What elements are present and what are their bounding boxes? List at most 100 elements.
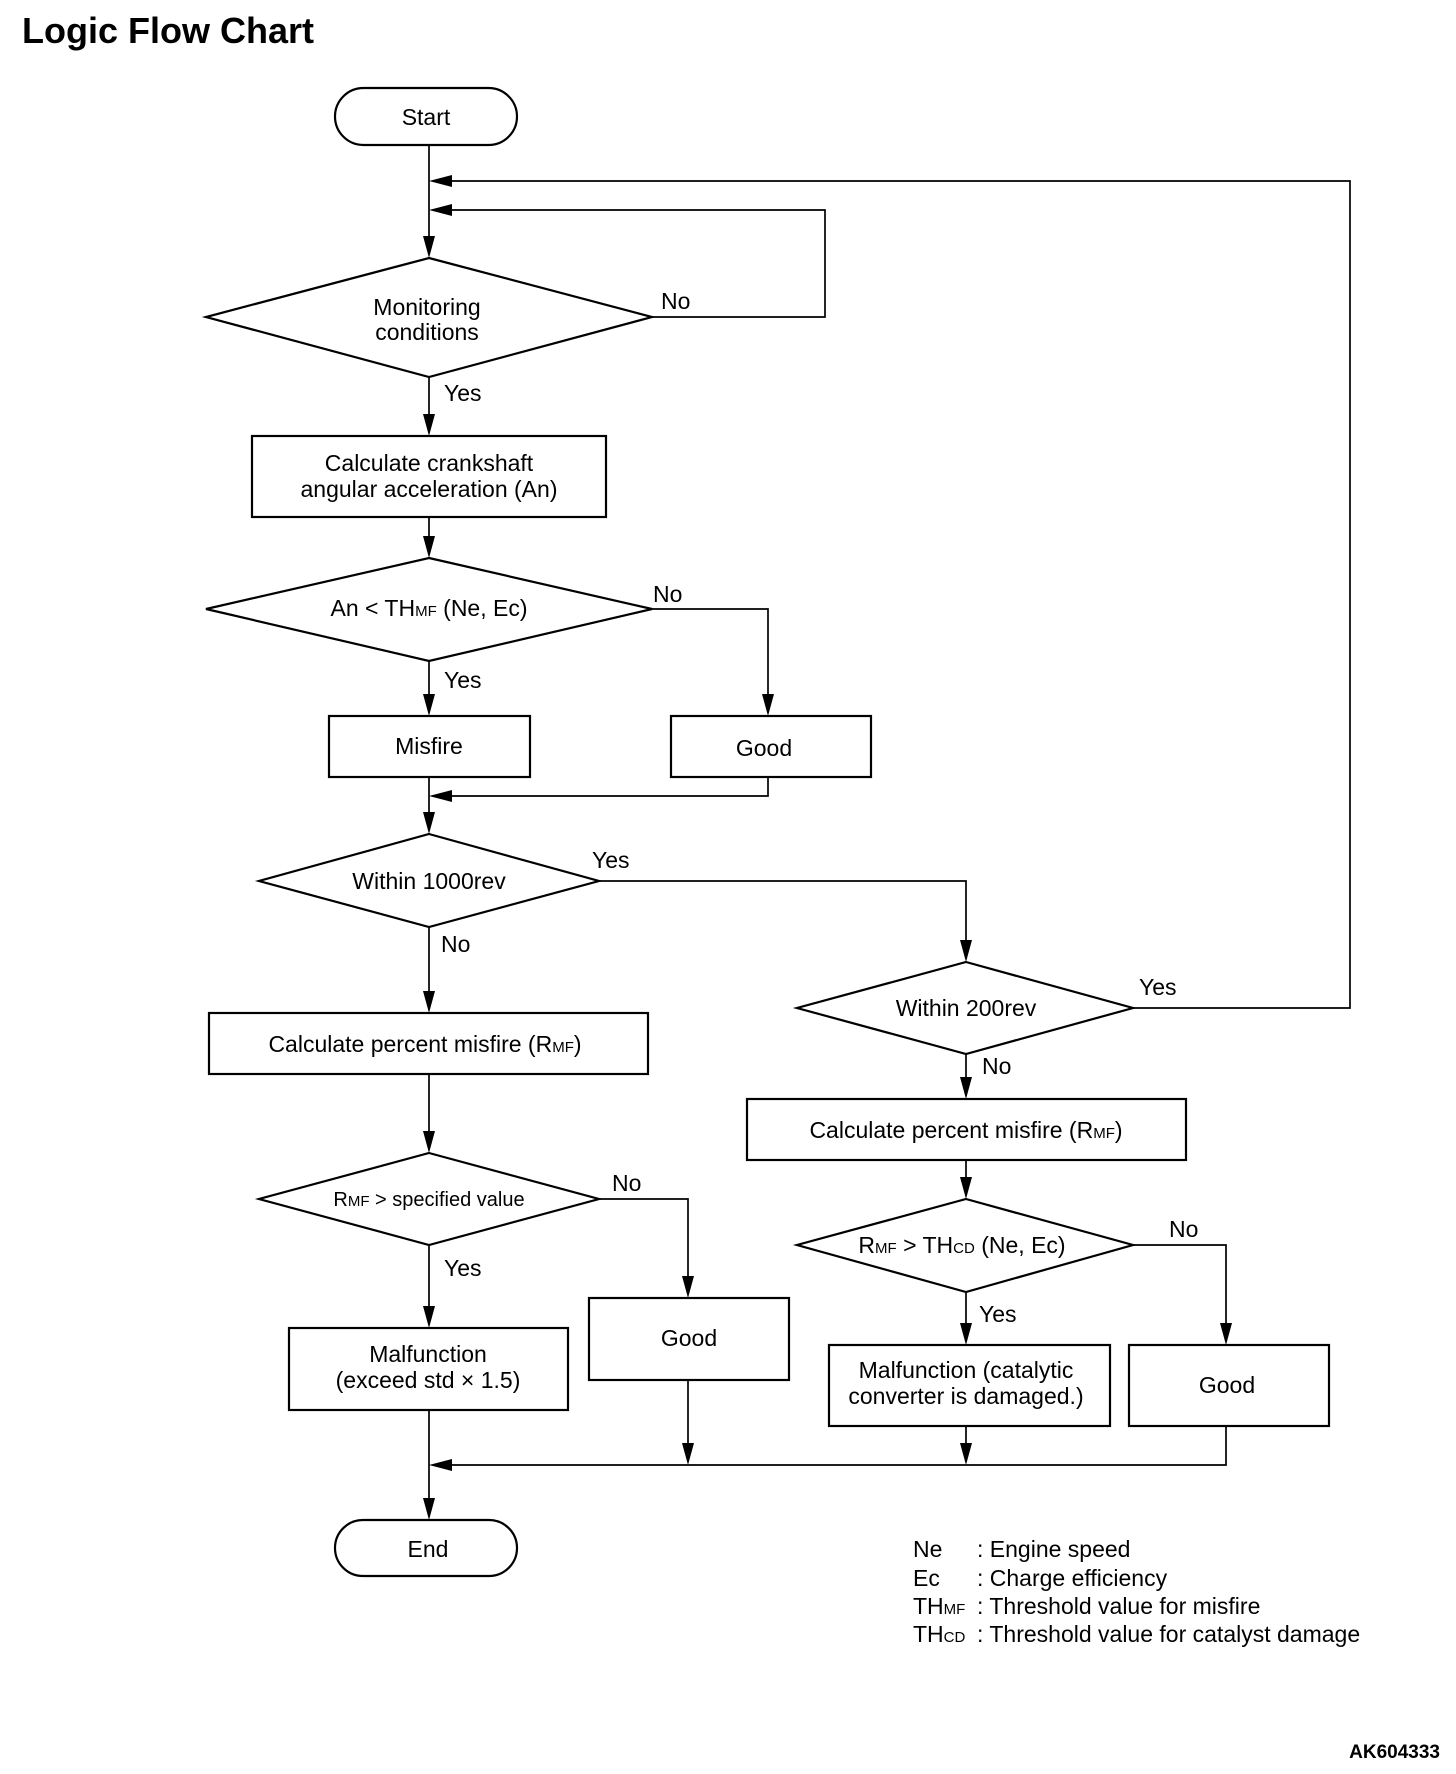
rmf-thcd-label: RMF > THCD (Ne, Ec) bbox=[858, 1232, 1065, 1258]
legend-desc: : Engine speed bbox=[977, 1536, 1130, 1562]
calc-rmf-left-sub: MF bbox=[552, 1039, 574, 1056]
arrowhead bbox=[429, 1459, 452, 1471]
calc-rmf-left-label: Calculate percent misfire (RMF) bbox=[268, 1031, 581, 1057]
good-1-label: Good bbox=[736, 735, 792, 761]
rmf-spec-pre: R bbox=[333, 1189, 347, 1211]
legend: Ne : Engine speed Ec : Charge efficiency… bbox=[913, 1536, 1360, 1647]
malfunction-cat-line2: converter is damaged.) bbox=[848, 1383, 1083, 1409]
branch-w200-no: No bbox=[982, 1053, 1011, 1079]
branch-rmf-spec-no: No bbox=[612, 1170, 641, 1196]
calc-rmf-left-pre: Calculate percent misfire (R bbox=[268, 1031, 552, 1057]
arrowhead bbox=[423, 236, 435, 258]
calc-rmf-right-label: Calculate percent misfire (RMF) bbox=[809, 1117, 1122, 1143]
arrowhead bbox=[423, 694, 435, 716]
good-2-label: Good bbox=[661, 1325, 717, 1351]
monitoring-label-line2: conditions bbox=[375, 319, 479, 345]
process-good-3: Good bbox=[1127, 1343, 1331, 1428]
arrowhead bbox=[682, 1276, 694, 1298]
connector-thcd-good3 bbox=[1133, 1244, 1227, 1331]
malfunction-std-line2: (exceed std × 1.5) bbox=[336, 1367, 521, 1393]
branch-w1000-yes: Yes bbox=[592, 847, 630, 873]
arrowhead bbox=[423, 536, 435, 558]
branch-an-no: No bbox=[653, 581, 682, 607]
branch-w200-yes: Yes bbox=[1139, 974, 1177, 1000]
rmf-thcd-sub: MF bbox=[875, 1240, 897, 1257]
arrowhead bbox=[429, 790, 452, 802]
process-malfunction-catalytic: Malfunction (catalytic converter is dama… bbox=[827, 1343, 1112, 1428]
decision-rmf-thcd: RMF > THCD (Ne, Ec) bbox=[792, 1197, 1138, 1294]
misfire-label: Misfire bbox=[395, 733, 463, 759]
legend-item-thmf: THMF : Threshold value for misfire bbox=[913, 1593, 1260, 1619]
connector-rmf-good2 bbox=[599, 1198, 689, 1284]
connector-good1-merge bbox=[440, 777, 769, 797]
legend-desc: : Threshold value for misfire bbox=[977, 1593, 1260, 1619]
an-post: (Ne, Ec) bbox=[437, 595, 528, 621]
an-pre: An < TH bbox=[331, 595, 416, 621]
rmf-spec-sub: MF bbox=[348, 1193, 370, 1210]
legend-item-ec: Ec : Charge efficiency bbox=[913, 1565, 1168, 1591]
branch-rmf-spec-yes: Yes bbox=[444, 1255, 482, 1281]
branch-rmf-thcd-no: No bbox=[1169, 1216, 1198, 1242]
legend-term-sub: MF bbox=[944, 1601, 966, 1618]
page-title: Logic Flow Chart bbox=[22, 10, 314, 51]
process-calc-percent-misfire-right: Calculate percent misfire (RMF) bbox=[745, 1097, 1188, 1162]
decision-within-200rev: Within 200rev bbox=[792, 960, 1138, 1056]
malfunction-cat-line1: Malfunction (catalytic bbox=[859, 1357, 1074, 1383]
connector-w1000-w200 bbox=[599, 880, 967, 948]
legend-term: Ec bbox=[913, 1565, 940, 1591]
legend-term: THCD bbox=[913, 1621, 966, 1647]
arrowhead bbox=[682, 1443, 694, 1465]
decision-within-1000rev: Within 1000rev bbox=[254, 832, 604, 929]
rmf-thcd-pre: R bbox=[858, 1232, 875, 1258]
connector-an-good bbox=[652, 608, 769, 702]
arrowhead bbox=[423, 1131, 435, 1153]
process-misfire: Misfire bbox=[327, 714, 532, 779]
start-label: Start bbox=[402, 104, 451, 130]
legend-item-ne: Ne : Engine speed bbox=[913, 1536, 1130, 1562]
an-threshold-label: An < THMF (Ne, Ec) bbox=[331, 595, 528, 621]
decision-monitoring-conditions: Monitoring conditions bbox=[201, 256, 657, 379]
calc-rmf-right-post: ) bbox=[1115, 1117, 1123, 1143]
calc-rmf-right-sub: MF bbox=[1093, 1125, 1115, 1142]
legend-term-sub: CD bbox=[944, 1629, 966, 1646]
legend-term-main: TH bbox=[913, 1593, 944, 1619]
rmf-thcd-mid: > TH bbox=[897, 1232, 953, 1258]
decision-an-threshold: An < THMF (Ne, Ec) bbox=[205, 556, 653, 663]
connectors bbox=[423, 145, 1351, 1520]
arrowhead bbox=[429, 175, 452, 187]
arrowhead bbox=[960, 1177, 972, 1199]
legend-term: THMF bbox=[913, 1593, 965, 1619]
branch-monitoring-no: No bbox=[661, 288, 690, 314]
connector-bottom-merge bbox=[440, 1426, 1227, 1466]
arrowhead bbox=[423, 1498, 435, 1520]
legend-term-main: TH bbox=[913, 1621, 944, 1647]
rmf-specified-label: RMF > specified value bbox=[333, 1189, 524, 1211]
end-label: End bbox=[408, 1536, 449, 1562]
process-calc-angular-acceleration: Calculate crankshaft angular acceleratio… bbox=[250, 434, 608, 519]
an-sub: MF bbox=[415, 603, 437, 620]
malfunction-std-line1: Malfunction bbox=[369, 1341, 487, 1367]
end-terminal: End bbox=[333, 1518, 519, 1578]
document-code: AK604333 bbox=[1349, 1742, 1440, 1763]
branch-labels: No Yes No Yes Yes No Yes No No Yes No Ye… bbox=[441, 288, 1198, 1327]
arrowhead bbox=[429, 204, 452, 216]
connector-monitoring-no-loop bbox=[440, 209, 826, 318]
process-calc-percent-misfire-left: Calculate percent misfire (RMF) bbox=[207, 1011, 650, 1076]
branch-monitoring-yes: Yes bbox=[444, 380, 482, 406]
rmf-spec-post: > specified value bbox=[370, 1189, 525, 1211]
arrowhead bbox=[762, 694, 774, 716]
legend-desc: : Threshold value for catalyst damage bbox=[977, 1621, 1360, 1647]
branch-an-yes: Yes bbox=[444, 667, 482, 693]
rmf-thcd-post: (Ne, Ec) bbox=[975, 1232, 1066, 1258]
monitoring-label-line1: Monitoring bbox=[373, 294, 480, 320]
calc-accel-line2: angular acceleration (An) bbox=[301, 476, 558, 502]
rmf-thcd-sub2: CD bbox=[953, 1240, 975, 1257]
branch-w1000-no: No bbox=[441, 931, 470, 957]
arrowhead bbox=[1220, 1323, 1232, 1345]
legend-item-thcd: THCD : Threshold value for catalyst dama… bbox=[913, 1621, 1360, 1647]
branch-rmf-thcd-yes: Yes bbox=[979, 1301, 1017, 1327]
arrowhead bbox=[960, 940, 972, 962]
legend-desc: : Charge efficiency bbox=[977, 1565, 1168, 1591]
calc-accel-line1: Calculate crankshaft bbox=[325, 450, 534, 476]
